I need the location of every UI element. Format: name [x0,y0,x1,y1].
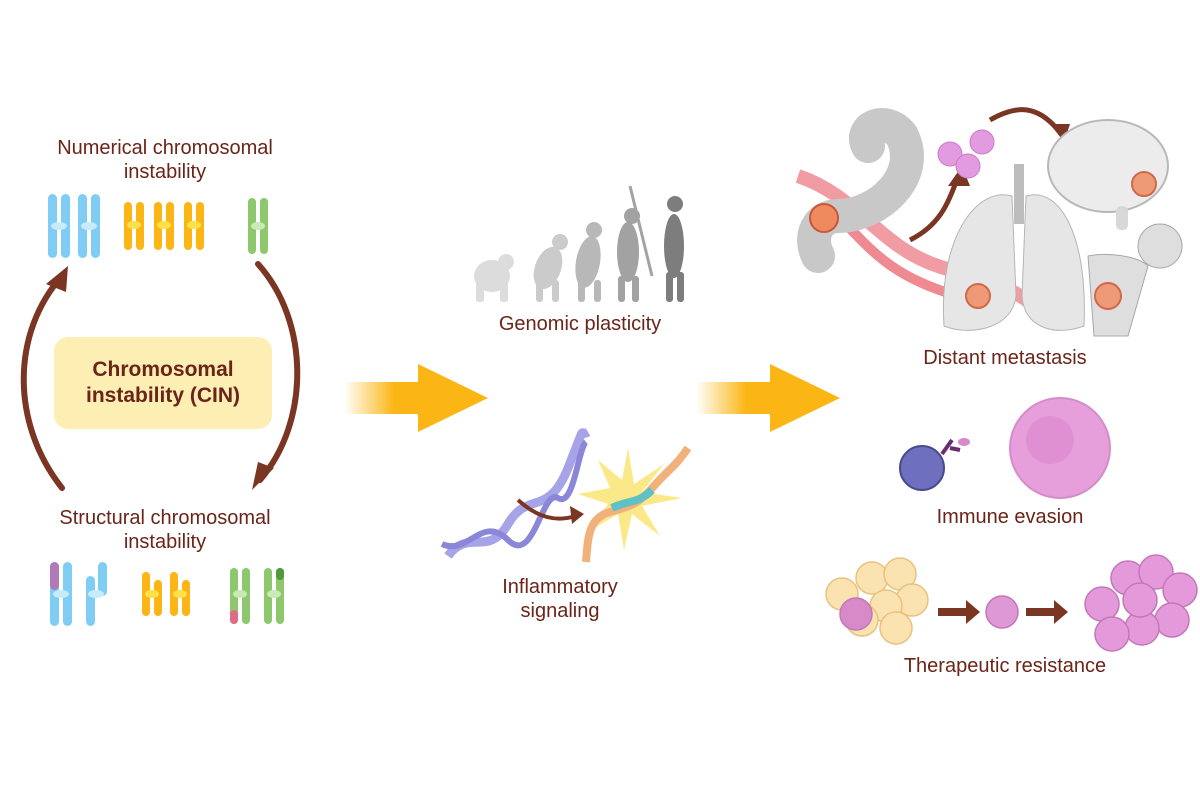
dna-damage-illustration [440,427,692,563]
chromosome-y-shaped [86,562,107,626]
chromosome-deletion-2 [170,572,190,616]
metastasis-illustration [795,107,1183,337]
immune-cell-icon [899,438,970,491]
cycle-arrow-up [20,273,65,491]
sensitive-tumor-cluster-icon [825,557,929,645]
inflammatory-signaling-label: Inflammatory signaling [502,576,618,622]
therapeutic-resistance-label: Therapeutic resistance [903,655,1107,677]
damaged-dna-icon [582,445,692,563]
circulating-tumor-cells-icon [937,129,995,179]
cycle-arrow-down-head [252,462,274,490]
resistant-cell-in-cluster-icon [839,597,873,631]
brain-icon [1047,119,1169,230]
metastasis-arrow-2 [988,107,1060,132]
surviving-resistant-cell-icon [985,595,1019,629]
chromosome-green-insertion [230,568,250,624]
structural-cin-label: Structural chromosomal instability [59,507,271,553]
numerical-cin-label: Numerical chromosomal instability [57,137,273,183]
immune-evasion-label: Immune evasion [936,506,1084,528]
cycle-arrow-up-head [46,266,68,292]
distant-metastasis-label: Distant metastasis [923,347,1087,369]
cycle-arrow-down [255,261,301,483]
modern-human-silhouette [664,196,684,302]
therapeutic-resistance-illustration [825,554,1198,652]
cin-central-box: Chromosomal instability (CIN) [54,337,272,429]
structural-chromosomes-illustration [50,562,284,626]
brain-tumor-icon [1131,171,1157,197]
bone-tumor-icon [1094,282,1122,310]
chromosome-green-duplication [264,568,284,624]
lung-tumor-icon [965,283,991,309]
damage-arrow-head [570,506,584,524]
cancer-cell-icon [1009,397,1111,499]
immune-evasion-illustration [899,397,1111,499]
chromosome-deletion-1 [142,572,162,616]
primary-tumor-icon [809,203,839,233]
chromosome-blue-1 [48,194,70,258]
flow-arrow-right [696,364,840,432]
chromosome-blue-2 [78,194,100,258]
resistance-arrow-1 [938,600,980,624]
chromosome-translocation [50,562,72,626]
hominid-silhouette [575,222,602,302]
resistance-arrow-2 [1026,600,1068,624]
chromosome-orange-1 [124,202,144,250]
homo-erectus-silhouette [617,185,654,302]
ape-silhouette [474,254,514,302]
numerical-chromosomes-illustration [48,194,268,258]
flow-arrow-left [344,364,488,432]
lungs-icon [942,164,1085,331]
chromosome-orange-2 [154,202,174,250]
genomic-plasticity-label: Genomic plasticity [498,313,662,335]
damage-arrow [516,498,577,521]
resistant-tumor-cluster-icon [1084,554,1198,652]
cin-cycle-arrows [20,261,301,491]
femur-bone-icon [1087,223,1183,337]
evolution-silhouettes-illustration [474,185,684,302]
intact-dna-icon [440,427,591,559]
early-hominid-silhouette [533,234,568,302]
chromosome-green [248,198,268,254]
chromosome-orange-3 [184,202,204,250]
metastasis-arrow-1-head [948,166,970,186]
